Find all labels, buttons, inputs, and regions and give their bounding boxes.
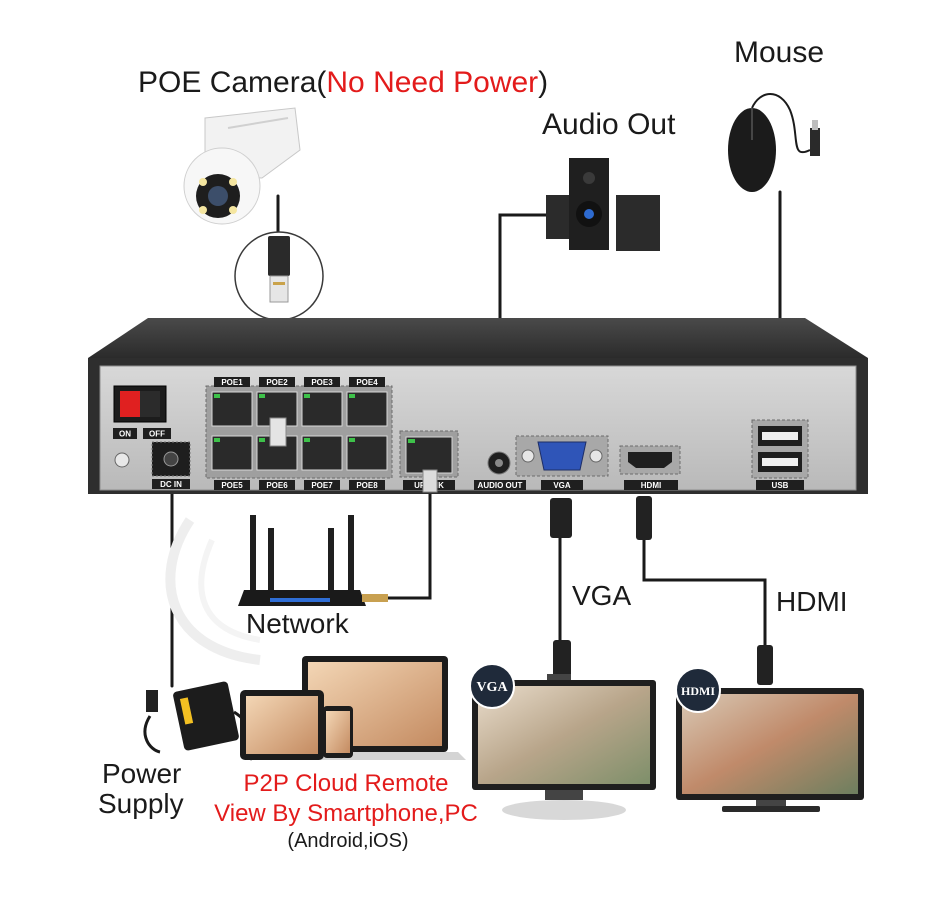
hdmi-label: HDMI [776,586,848,617]
poe3-label: POE3 [311,378,333,387]
dc-in-label: DC IN [160,480,182,489]
vga-port-label: VGA [553,481,571,490]
vga-badge: VGA [476,680,508,695]
poe4-label: POE4 [356,378,378,387]
hdmi-badge: HDMI [681,684,715,698]
poe1-label: POE1 [221,378,243,387]
poe2-label: POE2 [266,378,288,387]
poe-camera-label-suffix: ) [538,66,549,99]
hdmi-cable [642,538,767,647]
poe6-label: POE6 [266,481,288,490]
ground-screw-icon [114,452,130,468]
audio-out-label: Audio Out [542,108,676,141]
p2p-platforms: (Android,iOS) [287,830,409,852]
audio-out-port-label: AUDIO OUT [478,481,523,490]
rj45-connector-zoom-icon [234,231,324,321]
mouse-icon [728,93,820,192]
network-label: Network [246,608,349,639]
power-adapter-icon [143,681,255,761]
switch-off-label: OFF [149,430,165,439]
poe-camera-label-prefix: POE Camera( [138,66,327,99]
hdmi-port-label: HDMI [641,481,661,490]
mouse-label: Mouse [734,36,825,69]
hdmi-monitor-icon: HDMI [675,667,864,812]
router-icon [165,515,388,665]
poe5-label: POE5 [221,481,243,490]
power-supply-label-line1: Power [102,758,182,789]
p2p-title: P2P Cloud Remote [243,770,449,797]
poe-camera-no-power-label: No Need Power [326,66,539,99]
switch-on-label: ON [119,430,131,439]
poe8-label: POE8 [356,481,378,490]
network-cable [386,486,432,600]
vga-monitor-icon: VGA [469,663,656,820]
devices-icon [240,656,466,760]
poe-camera-icon [183,107,301,225]
hdmi-plug-icon [636,496,773,685]
poe-camera-label: POE Camera(No Need Power) [138,66,548,100]
nvr-device: ON OFF DC IN POE1 POE2 POE3 POE4 [88,318,868,494]
vga-label: VGA [572,580,632,611]
usb-port-label: USB [772,481,789,490]
p2p-subtitle: View By Smartphone,PC [214,800,478,827]
vga-plug-icon [547,498,572,684]
power-supply-label-line2: Supply [98,788,184,819]
speaker-icon [546,158,660,251]
poe7-label: POE7 [311,481,333,490]
poe-port-block: POE1 POE2 POE3 POE4 [205,377,393,490]
